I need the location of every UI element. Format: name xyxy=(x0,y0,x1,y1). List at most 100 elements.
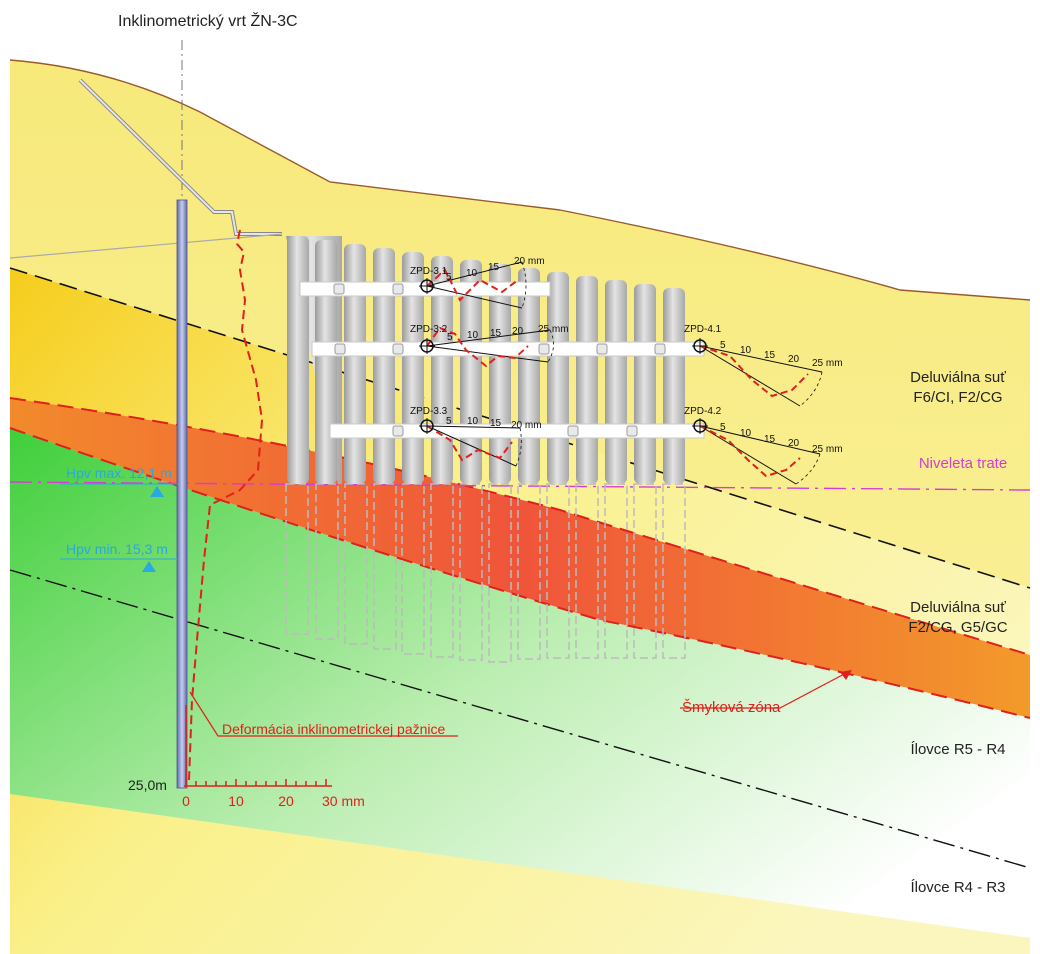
pile xyxy=(344,244,366,484)
pile-footing xyxy=(575,483,599,659)
gauge-label: ZPD-3.1 xyxy=(410,266,448,277)
gauge-tick: 20 mm xyxy=(514,256,545,267)
anchor-beam xyxy=(311,341,705,357)
pile xyxy=(663,288,685,484)
shear-leader-arrowhead xyxy=(840,670,852,680)
pile xyxy=(489,264,511,484)
casing-deformation-curve xyxy=(188,229,264,781)
gauge-tick: 5 xyxy=(447,332,453,343)
pile-footing xyxy=(517,483,541,660)
gauge-tick: 15 xyxy=(490,418,502,429)
pile-footing xyxy=(315,483,339,640)
gauge-zpd-3-2 xyxy=(419,326,554,368)
pile-footing xyxy=(546,483,570,659)
scale-tick-30: 30 mm xyxy=(322,793,365,809)
deformation-label: Deformácia inklinometrickej pažnice xyxy=(222,721,446,737)
beam-anchor xyxy=(392,343,404,355)
pile-footings xyxy=(285,483,686,663)
gauge-tick: 20 xyxy=(512,326,524,337)
anchor-beam xyxy=(299,281,551,297)
gauge-tick: 15 xyxy=(490,328,502,339)
gauge-label: ZPD-4.2 xyxy=(684,406,722,417)
gw-max-label: Hpv max. 12,1 m xyxy=(66,465,172,481)
pile xyxy=(576,276,598,484)
pile-footing xyxy=(430,483,454,658)
shear-zone-label: Šmyková zóna xyxy=(682,699,781,716)
pile-footing xyxy=(604,483,628,659)
gauge-zpd-3-1 xyxy=(419,261,527,309)
inclinometer-casing xyxy=(176,199,188,789)
gauge-tick: 10 xyxy=(467,416,479,427)
pile xyxy=(634,284,656,484)
rock-layer-2-label: Ílovce R4 - R3 xyxy=(910,879,1005,896)
pile xyxy=(518,268,540,484)
pile-footing xyxy=(459,483,483,661)
rock-layer xyxy=(10,428,1030,938)
pile-footing xyxy=(344,483,368,645)
beam-anchor xyxy=(626,425,638,437)
shear-zone-top-line xyxy=(9,397,1031,656)
gauge-zpd-3-3 xyxy=(419,418,522,467)
gauge-tick: 10 xyxy=(466,268,478,279)
gauge-tick: 20 xyxy=(788,438,800,449)
beam-anchor xyxy=(333,283,345,295)
pile xyxy=(547,272,569,484)
gauge-label: ZPD-4.1 xyxy=(684,324,722,335)
pile-footing xyxy=(373,483,397,650)
depth-label: 25,0m xyxy=(128,777,167,793)
gauge-tick: 25 mm xyxy=(538,324,569,335)
beam-anchors xyxy=(333,283,666,437)
niveleta-line xyxy=(9,481,1031,491)
gauge-tick: 25 mm xyxy=(812,358,843,369)
ground-surface-old xyxy=(9,233,283,259)
scale-tick-10: 10 xyxy=(228,793,244,809)
gauge-tick: 5 xyxy=(446,416,452,427)
upper-layer-name: Deluviálna suť xyxy=(910,369,1006,386)
gauge-tick: 15 xyxy=(764,434,776,445)
gauge-tick: 10 xyxy=(740,345,752,356)
pile-wall xyxy=(285,236,705,663)
borehole-title: Inklinometrický vrt ŽN-3C xyxy=(118,11,298,30)
pile-footing xyxy=(488,483,512,663)
gauge-tick: 20 xyxy=(788,354,800,365)
lower-layer-name: Deluviálna suť xyxy=(910,599,1006,616)
deformation-leader xyxy=(189,691,458,737)
upper-layer-classes: F6/CI, F2/CG xyxy=(913,389,1002,406)
pile-footing xyxy=(285,483,309,635)
shear-zone-band xyxy=(10,398,1030,718)
gauge-zpd-4-1 xyxy=(692,338,823,407)
beam-anchor xyxy=(654,343,666,355)
deformation-scale xyxy=(184,705,332,787)
gauge-tick: 5 xyxy=(446,272,452,283)
shear-zone-bottom-line xyxy=(9,427,1031,719)
gw-min-label: Hpv min. 15,3 m xyxy=(66,541,168,557)
rock-layer-1-label: Ílovce R5 - R4 xyxy=(910,741,1005,758)
lower-layer-classes: F2/CG, G5/GC xyxy=(908,619,1007,636)
pile-footing xyxy=(662,483,686,659)
beam-anchor xyxy=(392,283,404,295)
beam-anchor xyxy=(334,343,346,355)
niveleta-label: Niveleta trate xyxy=(919,455,1007,472)
gauge-label: ZPD-3.2 xyxy=(410,324,448,335)
gw-min-marker xyxy=(60,558,178,572)
shear-leader xyxy=(680,671,849,709)
pile xyxy=(287,236,309,484)
scale-tick-0: 0 xyxy=(182,793,190,809)
gauge-tick: 10 xyxy=(467,330,479,341)
gauge-tick: 5 xyxy=(720,422,726,433)
scale-tick-20: 20 xyxy=(278,793,294,809)
gauge-tick: 25 mm xyxy=(812,444,843,455)
slope-drainage-inner xyxy=(79,79,282,235)
gauge-zpd-4-2 xyxy=(692,418,821,485)
beam-anchor xyxy=(538,343,550,355)
gauge-tick: 15 xyxy=(764,350,776,361)
beam-anchor xyxy=(596,343,608,355)
pile xyxy=(605,280,627,484)
beam-anchor xyxy=(392,425,404,437)
gauge-label: ZPD-3.3 xyxy=(410,406,448,417)
pile-footing xyxy=(633,483,657,659)
gauge-tick: 5 xyxy=(720,340,726,351)
gauge-tick: 10 xyxy=(740,428,752,439)
gauge-tick: 20 mm xyxy=(511,420,542,431)
